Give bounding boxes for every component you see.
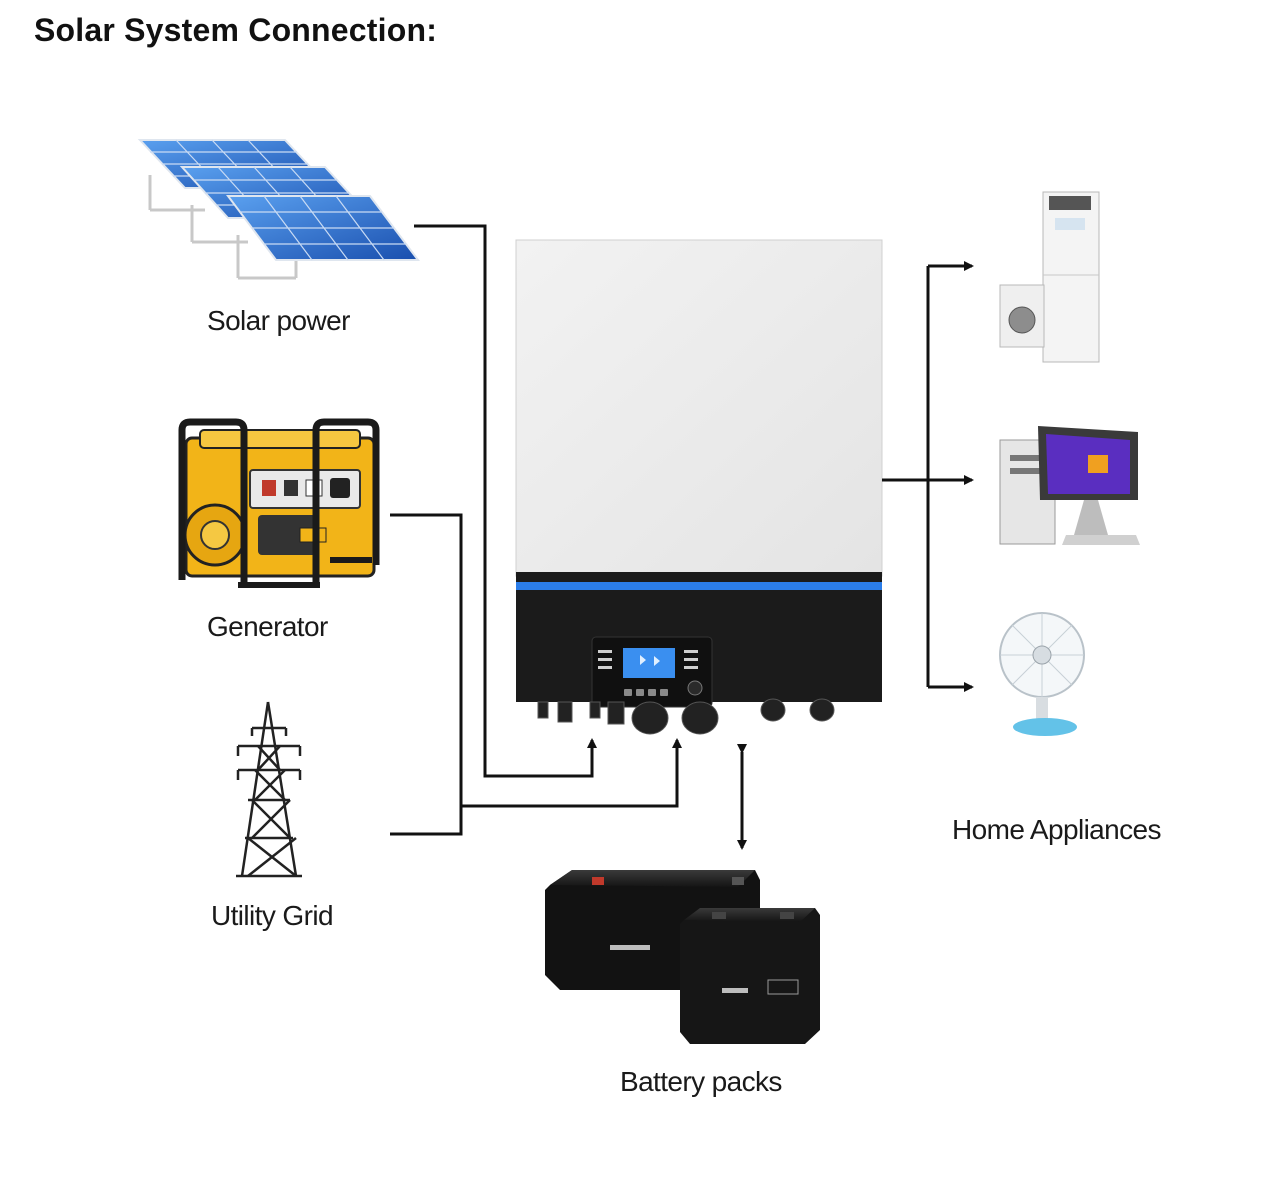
hybrid-inverter-icon [515,239,883,735]
connection-lines [390,224,974,850]
solar-power-label: Solar power [207,305,350,336]
solar-to-inverter-line [414,224,597,778]
utility-tower-icon [236,701,302,878]
computer-icon [999,426,1140,545]
electric-fan-icon [999,612,1085,736]
battery-packs-icon [545,870,820,1044]
generator-line [390,513,463,836]
solar-panels-icon [137,139,420,280]
utility-grid-label: Utility Grid [211,900,334,931]
output-trunk-line [882,266,930,687]
battery-packs-label: Battery packs [620,1066,782,1097]
diagram-title: Solar System Connection: [34,12,438,48]
home-appliances-label: Home Appliances [952,814,1162,845]
generator-icon [178,418,380,588]
air-conditioner-washer-icon [999,191,1100,363]
generator-label: Generator [207,611,328,642]
ac-input-line [461,738,682,808]
